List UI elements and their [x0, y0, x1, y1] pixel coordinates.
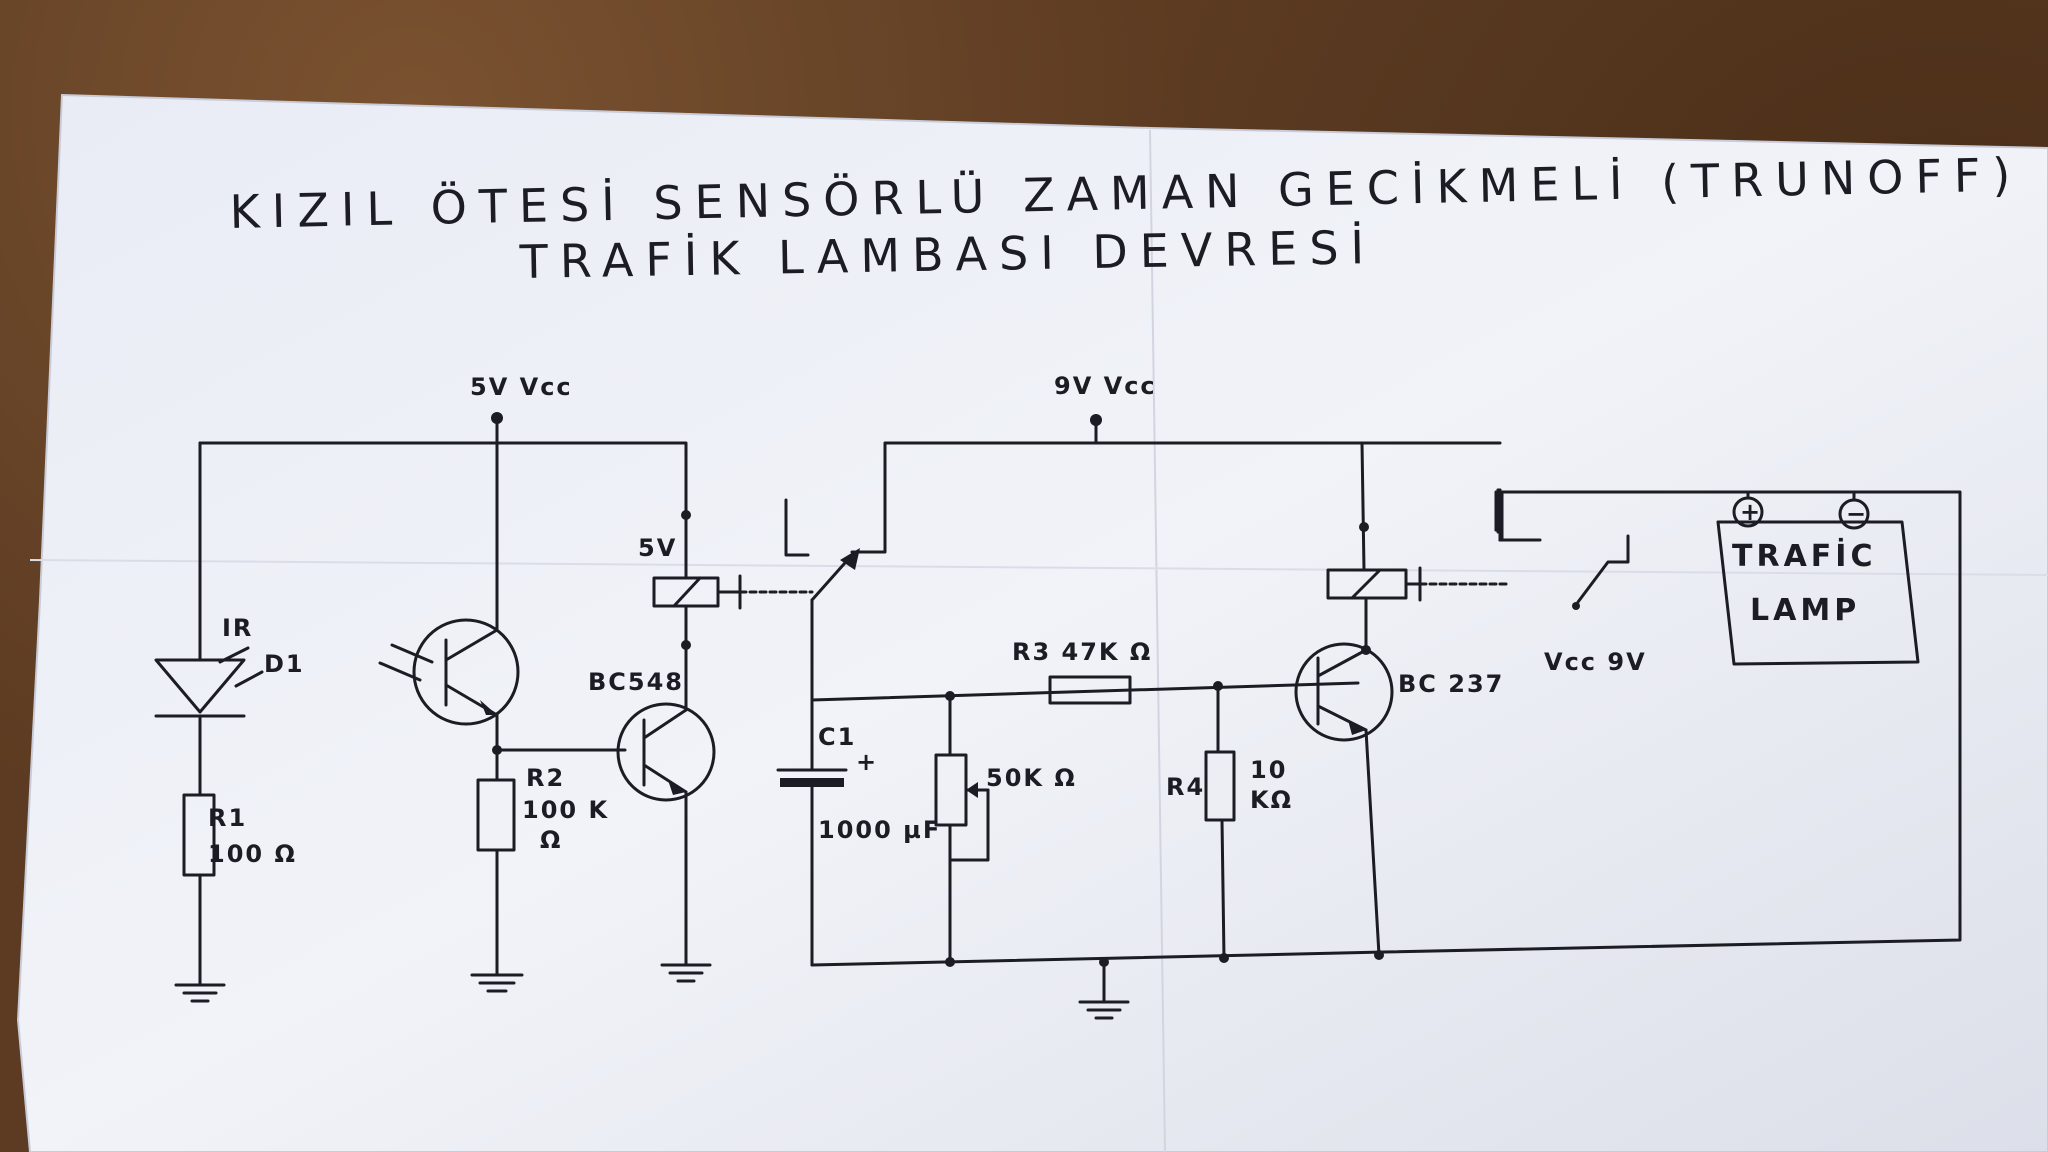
wire-r4-bottom: [1220, 818, 1226, 960]
wire-timing-node: [810, 681, 1360, 702]
ground-symbol-4: [1078, 1000, 1130, 1020]
lamp-minus-label: −: [1846, 500, 1868, 528]
lamp-text-line1: TRAFİC: [1732, 538, 1876, 574]
lamp-text-line2: LAMP: [1750, 593, 1860, 628]
r1-name: R1: [208, 804, 247, 832]
wire-5v-bus: [198, 441, 688, 517]
q1-label: BC548: [588, 668, 684, 696]
junction-dot: [681, 640, 691, 650]
c1-name: C1: [818, 723, 856, 751]
r3-label: R3 47K Ω: [1012, 638, 1152, 666]
r4-value-1: 10: [1250, 756, 1287, 784]
r2-value: 100 K: [522, 796, 609, 824]
switch-vcc-label: Vcc 9V: [1544, 648, 1647, 676]
pot-value: 50K Ω: [986, 764, 1077, 792]
paper-fold: [29, 559, 2048, 576]
supply-label-5v: 5V Vcc: [470, 373, 573, 401]
led-label-ir: IR: [222, 614, 253, 642]
wire-pot-wiper: [948, 788, 990, 862]
relay1-coil-slash: [672, 576, 702, 608]
potentiometer-wiper-arrow: [966, 782, 978, 798]
c1-value: 1000 µF: [818, 816, 941, 844]
traffic-lamp-box: [1716, 520, 1920, 666]
transistor-bc237-arrow: [1348, 720, 1366, 735]
resistor-r4: [1204, 750, 1236, 822]
led-label-d1: D1: [264, 650, 305, 678]
supply-label-9v: 9V Vcc: [1054, 372, 1157, 400]
transistor-bc237-symbol: [1294, 642, 1394, 742]
relay1-voltage: 5V: [638, 534, 677, 562]
ground-symbol-3: [660, 963, 712, 983]
ir-led-emission-arrows: [218, 646, 264, 688]
lamp-feed-wire: [1494, 490, 1500, 530]
r2-name: R2: [526, 764, 565, 792]
junction-dot: [1374, 950, 1384, 960]
lamp-plus-label: +: [1740, 498, 1762, 526]
junction-dot: [1099, 957, 1109, 967]
paper-sheet: [16, 93, 2048, 1152]
switch2-pivot: [1572, 602, 1580, 610]
wire-relay2-top: [1360, 441, 1366, 572]
junction-dot: [1219, 953, 1229, 963]
r2-unit: Ω: [540, 826, 562, 854]
paper-fold: [1149, 129, 1166, 1152]
c1-plate-bottom: [780, 778, 844, 787]
ground-symbol-2: [470, 973, 524, 993]
junction-dot: [1359, 522, 1369, 532]
transistor-bc548-symbol: [616, 702, 716, 802]
resistor-r3: [1048, 675, 1132, 705]
ir-led-symbol: [154, 658, 246, 714]
phototransistor-symbol: [412, 618, 520, 726]
q2-label: BC 237: [1398, 670, 1504, 698]
wire-bc237-emitter: [1364, 728, 1381, 957]
wire-9v-bus: [850, 441, 1502, 554]
r1-value: 100 Ω: [208, 840, 297, 868]
junction-dot: [945, 957, 955, 967]
transistor-bc548-arrow: [668, 780, 686, 795]
c1-plus: +: [856, 748, 878, 776]
r4-name: R4: [1166, 773, 1205, 801]
switch2-blade: [1576, 534, 1630, 604]
junction-dot: [1361, 645, 1371, 655]
phototransistor-arrow: [480, 700, 497, 715]
ground-symbol-1: [174, 983, 226, 1003]
relay2-coil-slash: [1350, 568, 1382, 600]
switch1-contact-left: [784, 498, 810, 557]
wire-ground-bus: [810, 950, 1386, 967]
r4-value-2: KΩ: [1250, 786, 1293, 814]
phototransistor-light-arrows: [378, 643, 434, 682]
